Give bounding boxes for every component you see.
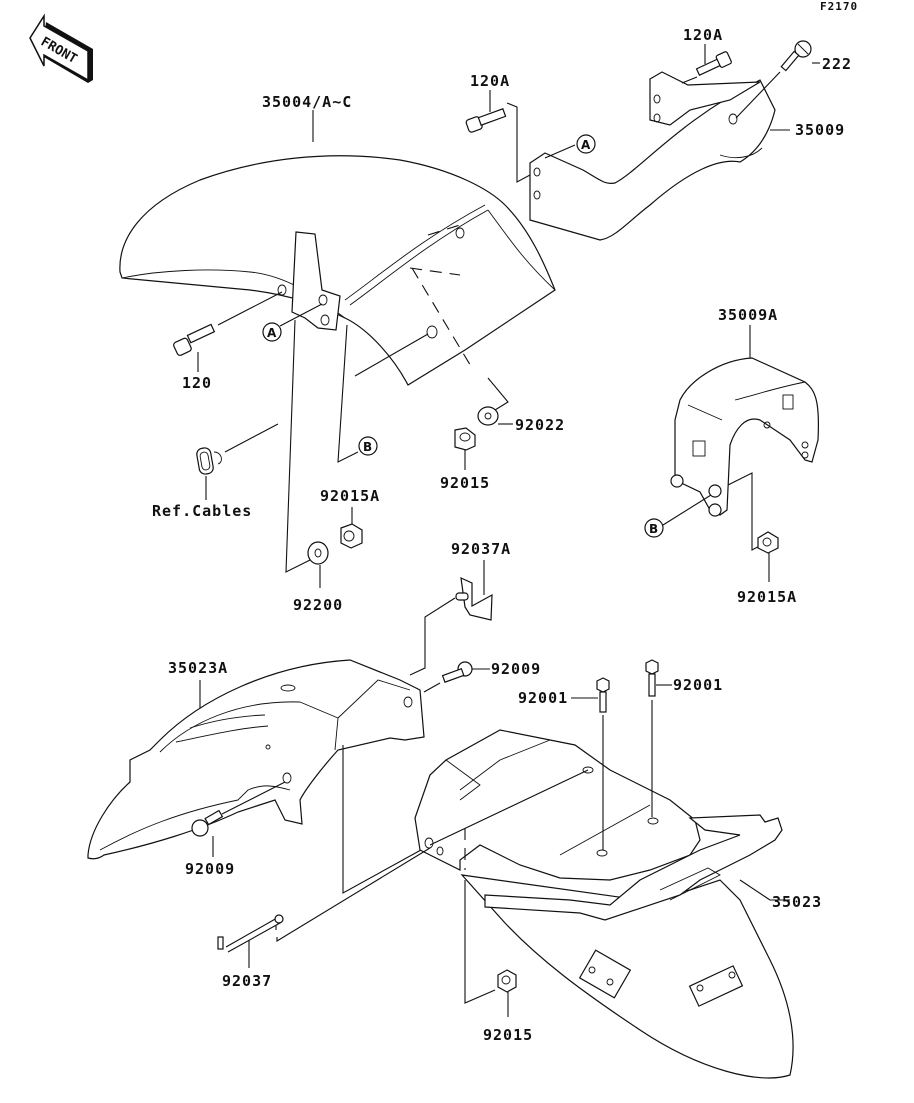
bolt-92001-left[interactable] — [571, 677, 610, 850]
svg-text:B: B — [649, 522, 658, 536]
label-120A-left[interactable]: 120A — [470, 72, 510, 90]
diagram-code: F2170 — [820, 0, 858, 13]
label-92015A-right[interactable]: 92015A — [737, 588, 797, 606]
nut-92015A-right[interactable] — [757, 531, 779, 582]
ref-mark-b-stay: B — [644, 518, 664, 538]
svg-text:A: A — [581, 138, 591, 152]
bolt-120[interactable] — [173, 291, 283, 372]
screw-222[interactable] — [735, 40, 820, 119]
nut-92015A-mid[interactable] — [340, 507, 363, 549]
label-92009-bottom[interactable]: 92009 — [185, 860, 235, 878]
washer-92200[interactable] — [307, 541, 329, 588]
label-35023A[interactable]: 35023A — [168, 659, 228, 677]
label-ref-cables[interactable]: Ref.Cables — [152, 502, 252, 520]
label-92015-top[interactable]: 92015 — [440, 474, 490, 492]
label-92015A-mid[interactable]: 92015A — [320, 487, 380, 505]
bolt-92009-bottom[interactable] — [191, 781, 286, 857]
label-92022[interactable]: 92022 — [515, 416, 565, 434]
label-92037[interactable]: 92037 — [222, 972, 272, 990]
rear-fender-35023[interactable] — [414, 729, 794, 1079]
nut-92015-bottom[interactable] — [497, 969, 517, 1017]
ref-mark-b-fender: B — [358, 436, 378, 456]
bolt-92001-right[interactable] — [645, 659, 672, 817]
label-35004[interactable]: 35004/A~C — [262, 93, 352, 111]
front-arrow-icon: FRONT — [29, 13, 93, 83]
cable-clip[interactable] — [196, 423, 279, 500]
label-92001-right[interactable]: 92001 — [673, 676, 723, 694]
front-fender-35004[interactable] — [119, 110, 556, 386]
nut-92015-top[interactable] — [454, 427, 476, 470]
bracket-35009[interactable] — [529, 71, 790, 241]
label-92001-left[interactable]: 92001 — [518, 689, 568, 707]
label-120[interactable]: 120 — [182, 374, 212, 392]
label-92015-bottom[interactable]: 92015 — [483, 1026, 533, 1044]
bolt-92009-top[interactable] — [423, 661, 490, 693]
label-92200[interactable]: 92200 — [293, 596, 343, 614]
bolt-120A-right[interactable] — [681, 44, 732, 84]
label-92009-top[interactable]: 92009 — [491, 660, 541, 678]
washer-92022[interactable] — [477, 406, 513, 426]
label-35009A[interactable]: 35009A — [718, 306, 778, 324]
label-35023[interactable]: 35023 — [772, 893, 822, 911]
pin-92037[interactable] — [217, 847, 431, 968]
clip-92037A[interactable] — [409, 560, 493, 676]
svg-text:A: A — [267, 326, 277, 340]
label-120A-right[interactable]: 120A — [683, 26, 723, 44]
rear-inner-fender-35023A[interactable] — [87, 659, 425, 860]
label-222[interactable]: 222 — [822, 55, 852, 73]
label-92037A[interactable]: 92037A — [451, 540, 511, 558]
ref-mark-a-fender: A — [262, 322, 282, 342]
stay-35009A[interactable] — [670, 325, 820, 517]
svg-text:B: B — [363, 440, 372, 454]
bolt-120A-left[interactable] — [465, 90, 531, 183]
label-35009[interactable]: 35009 — [795, 121, 845, 139]
ref-mark-a-bracket: A — [576, 134, 596, 154]
